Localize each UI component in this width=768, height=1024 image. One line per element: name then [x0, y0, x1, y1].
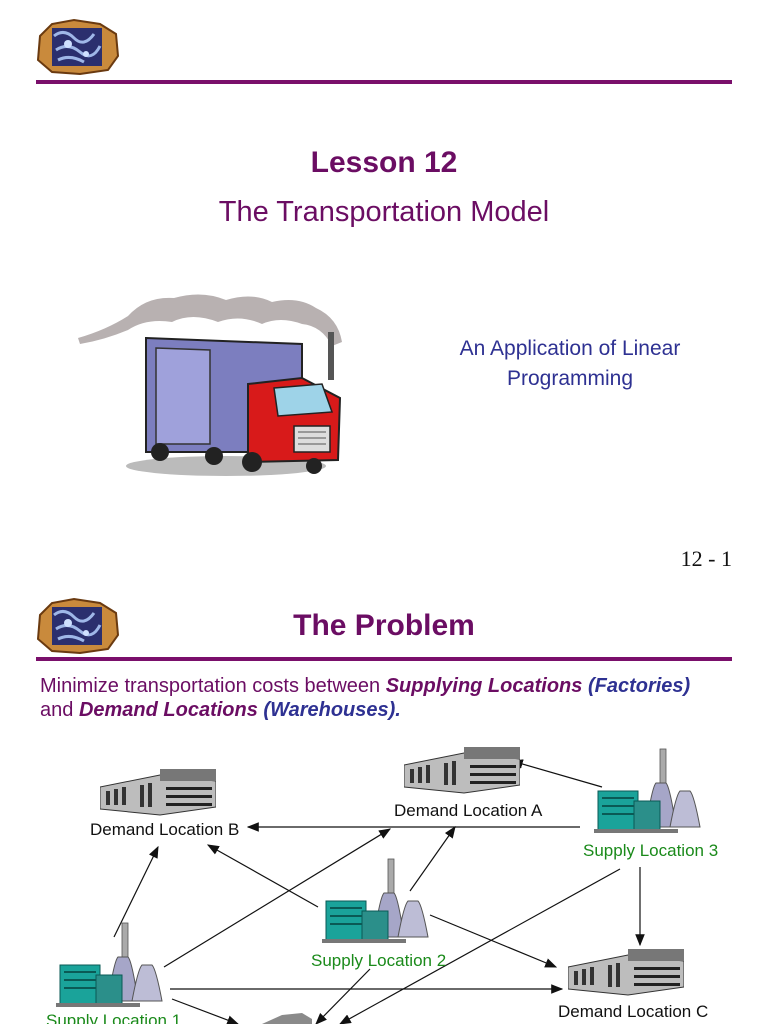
network-diagram [113, 759, 645, 1024]
factory-icon [594, 748, 701, 833]
supply-location-1-label: Supply Location 1 [46, 1011, 182, 1024]
application-text: An Application of Linear Programming [440, 334, 700, 394]
arrow-s2-to-down [315, 968, 371, 1024]
supply-location-3-label: Supply Location 3 [583, 841, 719, 860]
application-line-2: Programming [506, 367, 634, 390]
arrow-s2-to-a [409, 826, 456, 892]
and-text: and [40, 699, 79, 721]
arrow-s2-to-b [206, 844, 319, 908]
header-rule [36, 80, 732, 84]
warehouse-icon [262, 1013, 312, 1024]
factory-icon [56, 922, 163, 1007]
lesson-title: Lesson 12 [310, 146, 458, 179]
problem-statement: Minimize transportation costs between Su… [40, 674, 740, 722]
arrow-s3-to-down [338, 868, 621, 1024]
demand-location-a-label: Demand Location A [394, 801, 543, 820]
arrow-s2-to-c [429, 914, 558, 968]
factory-icon [322, 858, 429, 943]
logo-icon [36, 597, 120, 655]
warehouse-icon [404, 747, 520, 794]
problem-title: The Problem [293, 609, 475, 642]
application-line-1: An Application of Linear [459, 337, 681, 360]
demand-location-b-label: Demand Location B [90, 820, 240, 839]
header-rule [36, 657, 732, 661]
arrow-s1-to-b [113, 845, 159, 938]
intro-text: Minimize transportation costs between [40, 675, 386, 697]
warehouse-icon [568, 949, 684, 996]
arrow-s3-to-a [510, 759, 603, 788]
arrow-s1-to-down [171, 998, 240, 1024]
page-number: 12 - 1 [680, 546, 732, 571]
supply-location-2-label: Supply Location 2 [311, 951, 447, 970]
warehouse-icon [100, 769, 216, 816]
factories-text: (Factories) [587, 675, 691, 697]
warehouses-text: (Warehouses). [263, 699, 401, 721]
demand-location-c-label: Demand Location C [558, 1002, 709, 1021]
truck-illustration [78, 294, 342, 476]
slide-2: The Problem Minimize transportation cost… [0, 585, 768, 1024]
supplying-locations-text: Supplying Locations [385, 675, 583, 697]
demand-locations-text: Demand Locations [78, 699, 258, 721]
arrow-s1-to-a [163, 828, 392, 968]
logo-icon [36, 18, 120, 76]
lesson-subtitle: The Transportation Model [218, 196, 550, 228]
slide-1: Lesson 12 The Transportation Model An Ap… [36, 18, 732, 571]
